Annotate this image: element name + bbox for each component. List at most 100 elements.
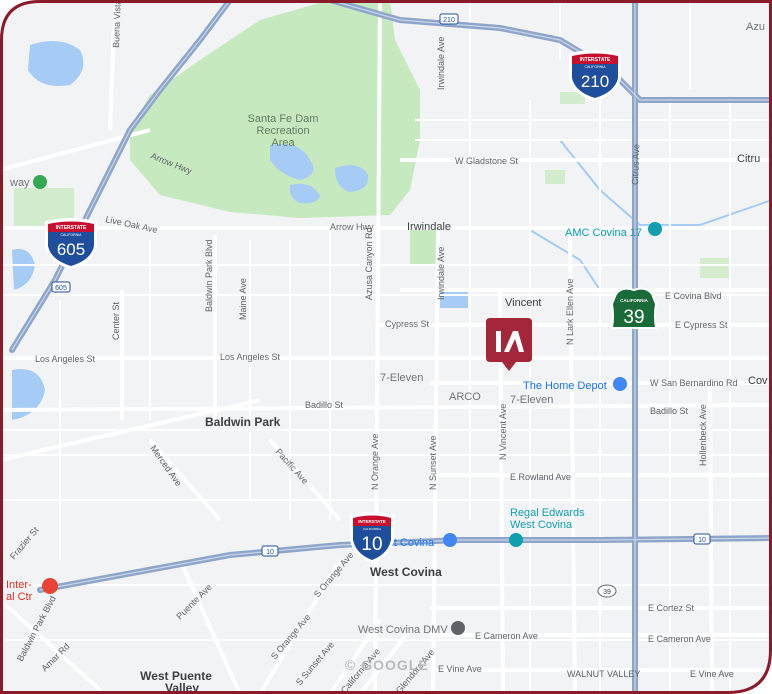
place-west-puente-valley: Valley <box>165 681 199 694</box>
street-los-angeles: Los Angeles St <box>35 354 96 364</box>
route-marker-605: 605 <box>51 281 71 293</box>
poi-seven-eleven-label[interactable]: 7-Eleven <box>510 394 553 406</box>
street-center: Center St <box>111 301 121 340</box>
park-label: Area <box>271 137 295 149</box>
park-label: Recreation <box>256 125 309 137</box>
street-n-sunset: N Sunset Ave <box>428 436 438 490</box>
lake <box>28 41 84 86</box>
interstate-210-shield: INTERSTATE CALIFORNIA 210 <box>569 50 621 102</box>
poi-home-depot-label[interactable]: The Home Depot <box>523 380 607 392</box>
street-cortez: E Cortez St <box>648 603 695 613</box>
place-azusa-partial: Azu <box>746 21 765 33</box>
poi-regal-label[interactable]: Regal Edwards <box>510 507 585 519</box>
street-san-bernardino: W San Bernardino Rd <box>650 378 738 388</box>
street-e-cypress: E Cypress St <box>675 320 728 330</box>
poi-seven-eleven-label[interactable]: 7-Eleven <box>380 372 423 384</box>
svg-text:INTERSTATE: INTERSTATE <box>580 57 611 63</box>
place-citrus-partial: Citru <box>737 153 760 165</box>
place-west-puente-valley: West Puente <box>140 669 212 683</box>
lake <box>12 249 35 290</box>
street-buena-vista: Buena Vista <box>111 0 123 48</box>
street-rowland: E Rowland Ave <box>510 472 571 482</box>
svg-text:210: 210 <box>443 17 455 24</box>
location-marker[interactable] <box>486 318 532 371</box>
svg-text:605: 605 <box>57 240 85 259</box>
street-cypress: Cypress St <box>385 319 430 329</box>
street-hollenbeck: Hollenbeck Ave <box>698 404 708 466</box>
svg-text:INTERSTATE: INTERSTATE <box>56 225 87 231</box>
map-watermark: © GOOGLE <box>345 657 429 673</box>
street-maine: Maine Ave <box>238 278 248 320</box>
street-n-vincent: N Vincent Ave <box>498 404 508 460</box>
svg-text:CALIFORNIA: CALIFORNIA <box>363 527 381 531</box>
street-n-lark-ellen: N Lark Ellen Ave <box>565 279 575 345</box>
street-arrow-hwy: Arrow Hwy <box>330 222 374 232</box>
street-irwindale-ave: Irwindale Ave <box>436 247 446 300</box>
poi-amc-pin[interactable] <box>648 222 662 236</box>
svg-text:39: 39 <box>603 589 611 596</box>
poi-hospital-label[interactable]: al Ctr <box>6 591 33 603</box>
street-badillo: Badillo St <box>650 406 689 416</box>
svg-text:605: 605 <box>55 285 67 292</box>
poi-hospital-pin[interactable] <box>42 578 58 594</box>
poi-amc-label[interactable]: AMC Covina 17 <box>565 227 642 239</box>
street-vine: E Vine Ave <box>438 664 482 674</box>
park-block <box>545 170 565 184</box>
poi-home-depot-pin[interactable] <box>613 377 627 391</box>
street-cameron: E Cameron Ave <box>475 631 538 641</box>
svg-text:210: 210 <box>581 72 609 91</box>
park-block <box>700 258 730 278</box>
poi-mall-pin[interactable] <box>443 533 457 547</box>
route-marker-10: 10 <box>693 533 711 545</box>
wash <box>559 139 772 226</box>
poi-arco-label[interactable]: ARCO <box>449 391 481 403</box>
svg-text:CALIFORNIA: CALIFORNIA <box>620 298 648 303</box>
street-badillo: Badillo St <box>305 400 344 410</box>
park-label: Santa Fe Dam <box>248 113 319 125</box>
svg-text:INTERSTATE: INTERSTATE <box>358 519 386 524</box>
interstate-605-shield: INTERSTATE CALIFORNIA 605 <box>45 218 97 270</box>
place-irwindale: Irwindale <box>407 221 451 233</box>
street-citrus-ave: Citrus Ave <box>630 144 641 185</box>
street-gladstone: W Gladstone St <box>455 156 519 166</box>
park-area <box>130 0 420 218</box>
svg-text:CALIFORNIA: CALIFORNIA <box>584 65 606 69</box>
la-logo-icon <box>496 331 524 352</box>
street-covina-blvd: E Covina Blvd <box>665 291 722 301</box>
street-walnut-valley: WALNUT VALLEY <box>567 669 640 679</box>
poi-regal-label[interactable]: West Covina <box>510 519 573 531</box>
place-west-covina: West Covina <box>370 565 442 579</box>
place-baldwin-park: Baldwin Park <box>205 415 281 429</box>
street-cameron: E Cameron Ave <box>648 634 711 644</box>
poi-dmv-label[interactable]: West Covina DMV <box>358 624 448 636</box>
lake <box>335 165 369 192</box>
poi-dmv-pin[interactable] <box>451 621 465 635</box>
svg-text:10: 10 <box>698 537 706 544</box>
route-marker-39: 39 <box>597 584 617 598</box>
place-vincent: Vincent <box>505 297 542 309</box>
street-azusa-canyon: Azusa Canyon Rd <box>364 227 374 300</box>
interstate-10-shield: INTERSTATE CALIFORNIA 10 <box>350 512 394 564</box>
state-route-39-shield: CALIFORNIA 39 <box>610 287 658 329</box>
park-block <box>410 228 440 266</box>
lake <box>12 369 45 420</box>
wash <box>529 229 601 291</box>
street-baldwin-park-blvd: Baldwin Park Blvd <box>204 239 214 312</box>
poi-hospital-label[interactable]: Inter- <box>6 579 32 591</box>
svg-text:10: 10 <box>266 549 274 556</box>
street-vine: E Vine Ave <box>690 669 734 679</box>
svg-text:10: 10 <box>361 534 382 555</box>
park-block <box>560 92 585 104</box>
street-los-angeles: Los Angeles St <box>220 352 281 362</box>
street-irwindale-ave: Irwindale Ave <box>436 37 446 90</box>
poi-green-pin[interactable] <box>33 175 47 189</box>
poi-way-label[interactable]: way <box>9 177 30 189</box>
place-covina-partial: Cov <box>748 375 768 387</box>
svg-text:CALIFORNIA: CALIFORNIA <box>60 233 82 237</box>
lake <box>289 183 320 204</box>
lake <box>270 144 314 180</box>
poi-regal-pin[interactable] <box>509 533 523 547</box>
